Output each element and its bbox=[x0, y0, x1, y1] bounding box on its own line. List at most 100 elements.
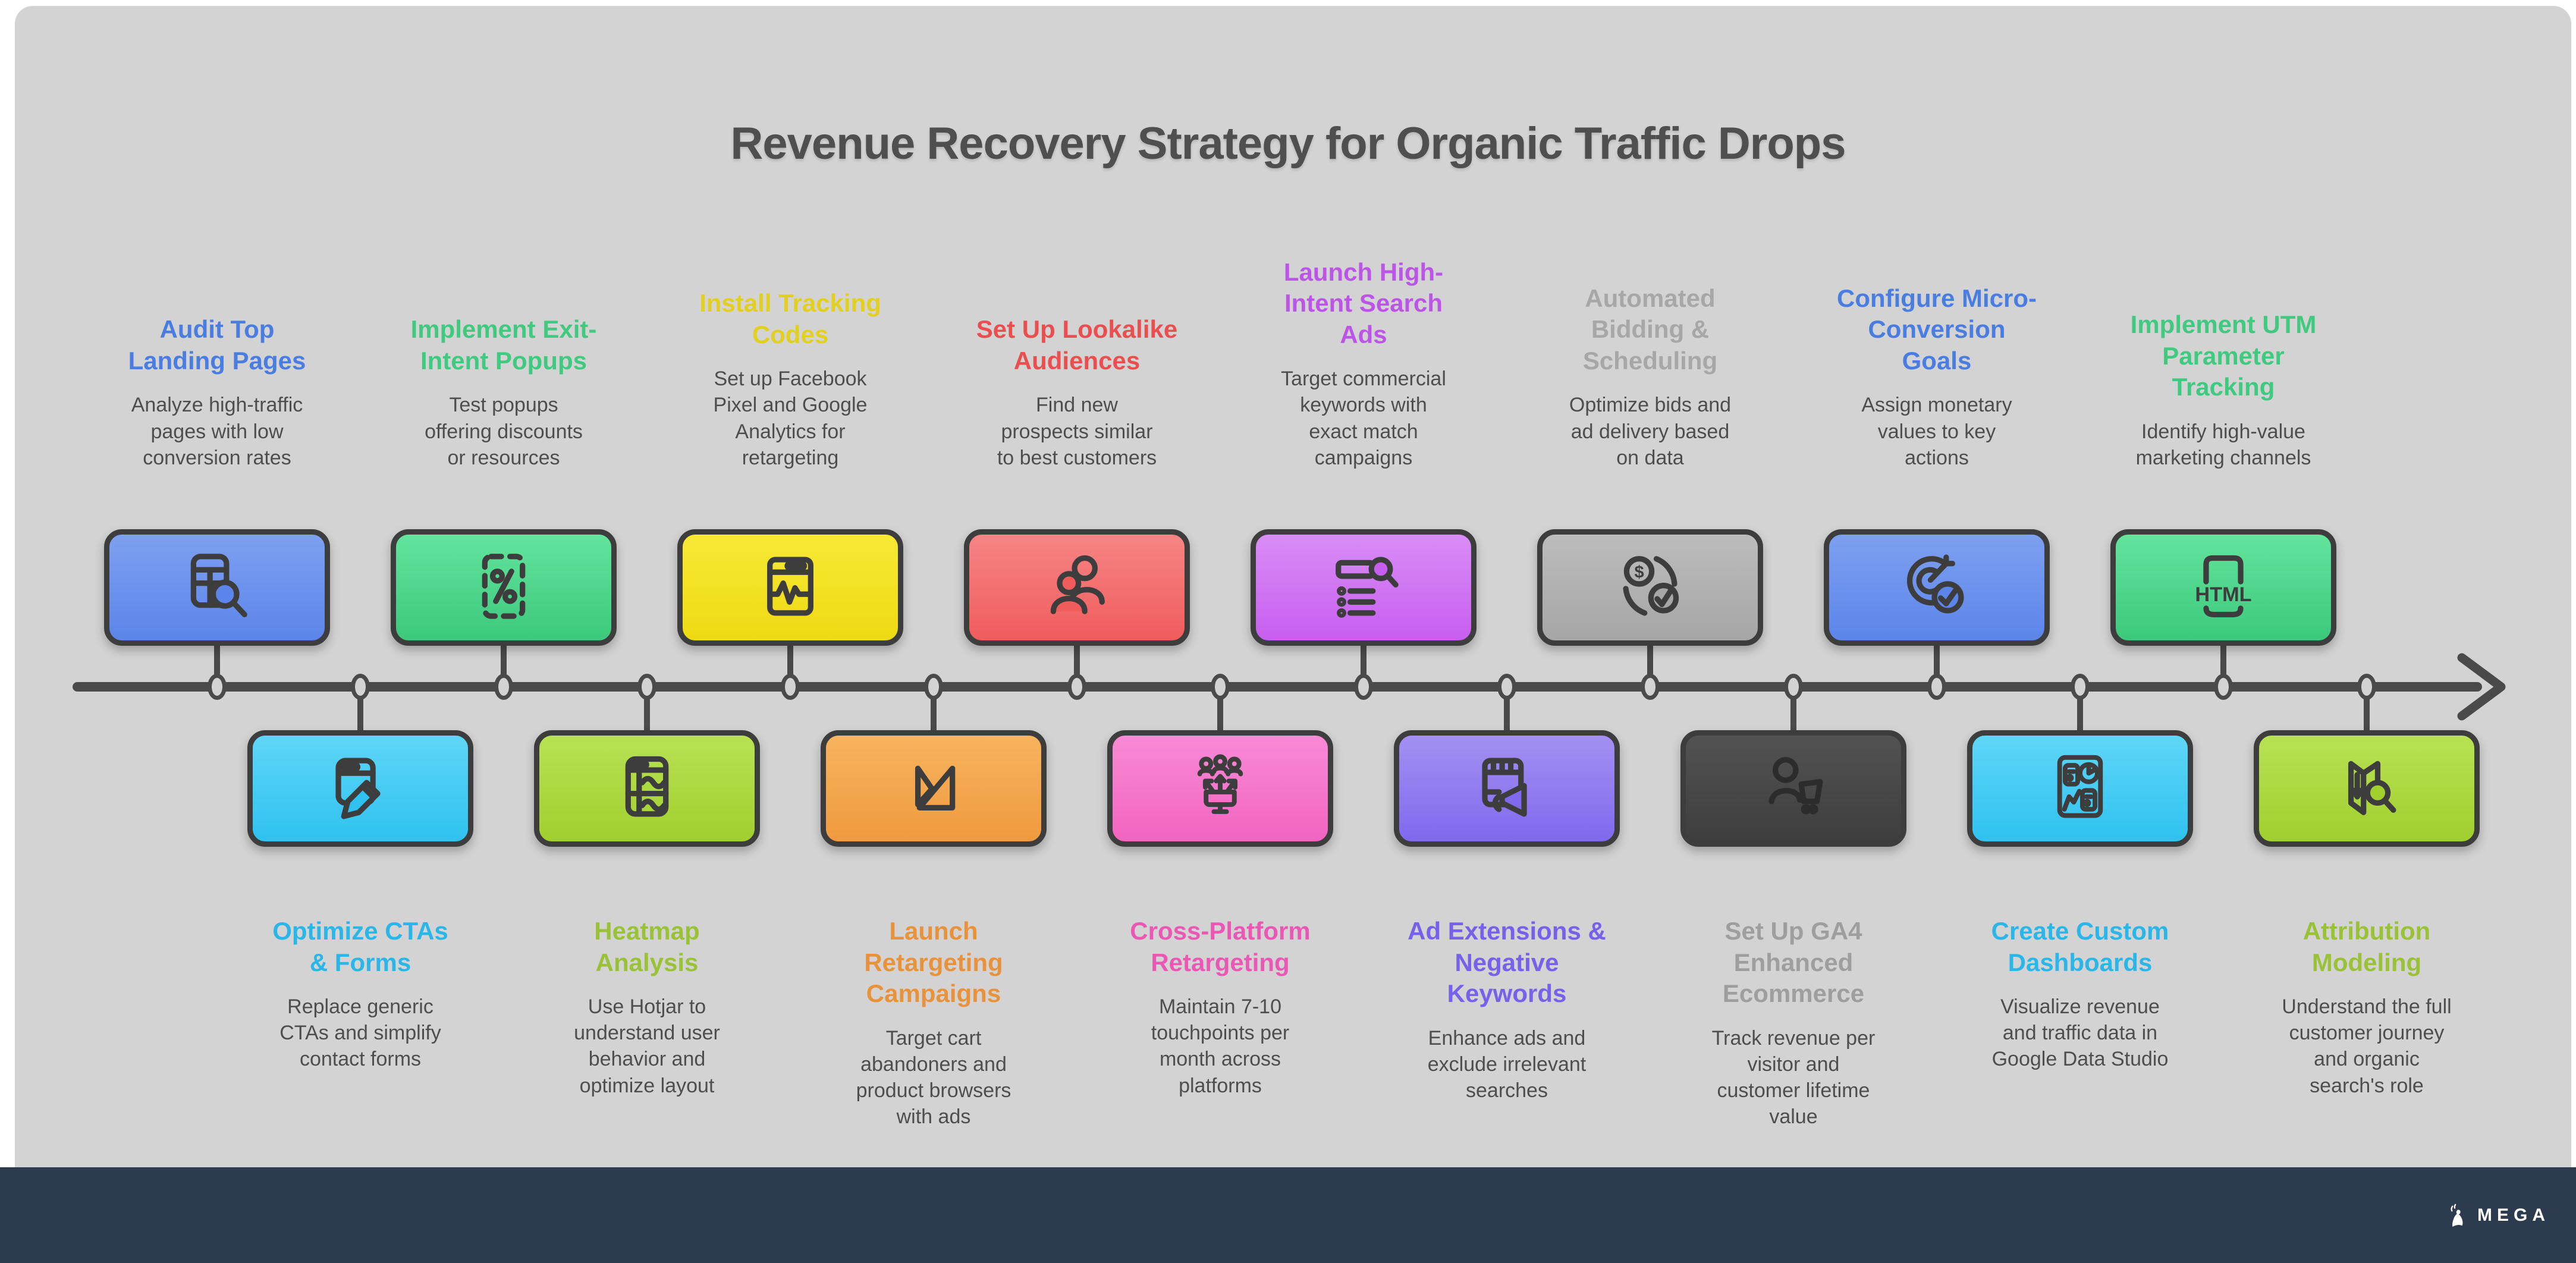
connector-line bbox=[1647, 639, 1653, 687]
connector-line bbox=[644, 684, 650, 734]
milestone-description: Identify high-value marketing channels bbox=[2135, 420, 2311, 469]
milestone-title: Ad Extensions & Negative Keywords bbox=[1408, 917, 1606, 1007]
connector-line bbox=[1217, 684, 1223, 734]
connector-line bbox=[2364, 684, 2370, 734]
milestone-title: Attribution Modeling bbox=[2302, 917, 2431, 976]
milestone-card bbox=[247, 730, 473, 847]
ad-megaphone-icon bbox=[1468, 748, 1546, 830]
goal-target-icon bbox=[1898, 547, 1976, 629]
timeline-axis bbox=[73, 682, 2482, 692]
connector-line bbox=[1934, 639, 1940, 687]
milestone-card bbox=[2254, 730, 2480, 847]
pixel-pulse-icon bbox=[751, 547, 830, 629]
milestone-card bbox=[821, 730, 1047, 847]
dashboard-icon bbox=[2041, 748, 2119, 830]
milestone-title: Launch Retargeting Campaigns bbox=[864, 917, 1003, 1007]
svg-text:HTML: HTML bbox=[2195, 583, 2251, 606]
milestone-card bbox=[391, 529, 617, 646]
html-tag-icon: HTML bbox=[2184, 547, 2263, 629]
milestone-title: Launch High- Intent Search Ads bbox=[1283, 257, 1444, 348]
connector-line bbox=[931, 684, 937, 734]
milestone-card bbox=[534, 730, 760, 847]
timeline-node bbox=[1784, 674, 1803, 700]
connector-line bbox=[214, 639, 220, 687]
brand-logo: MEGA bbox=[2444, 1203, 2550, 1228]
arrow-right-icon bbox=[2457, 653, 2506, 721]
connector-line bbox=[357, 684, 363, 734]
footer-bar: MEGA bbox=[0, 1167, 2576, 1263]
milestone-description: Replace generic CTAs and simplify contac… bbox=[279, 995, 441, 1071]
milestone-title: Implement Exit- Intent Popups bbox=[410, 315, 597, 375]
timeline-node bbox=[494, 674, 513, 700]
milestone-description: Test popups offering discounts or resour… bbox=[425, 394, 583, 469]
milestone-title: Install Tracking Codes bbox=[699, 289, 881, 348]
table-search-icon bbox=[178, 547, 256, 629]
connector-line bbox=[1790, 684, 1796, 734]
timeline-node bbox=[2214, 674, 2233, 700]
timeline-node bbox=[1354, 674, 1373, 700]
milestone-card bbox=[1967, 730, 2193, 847]
milestone-description: Set up Facebook Pixel and Google Analyti… bbox=[713, 367, 868, 469]
milestone-card bbox=[677, 529, 903, 646]
milestone-description: Analyze high-traffic pages with low conv… bbox=[131, 394, 303, 469]
timeline-node bbox=[351, 674, 370, 700]
connector-line bbox=[2077, 684, 2083, 734]
milestone-title: Set Up GA4 Enhanced Ecommerce bbox=[1722, 917, 1865, 1007]
connector-line bbox=[501, 639, 507, 687]
connector-line bbox=[2220, 639, 2226, 687]
page-title: Revenue Recovery Strategy for Organic Tr… bbox=[730, 118, 1846, 169]
milestone-card bbox=[1251, 529, 1477, 646]
cross-platform-icon bbox=[1181, 748, 1259, 830]
popup-percent-icon bbox=[464, 547, 543, 629]
milestone-title: Cross-Platform Retargeting bbox=[1130, 917, 1311, 976]
lookalike-audience-icon bbox=[1038, 547, 1116, 629]
heatmap-icon bbox=[608, 748, 686, 830]
svg-text:$: $ bbox=[1634, 563, 1644, 582]
timeline-node bbox=[1927, 674, 1946, 700]
timeline-node bbox=[2357, 674, 2376, 700]
timeline-node bbox=[208, 674, 227, 700]
bidding-cycle-icon: $ bbox=[1611, 547, 1689, 629]
milestone-title: Optimize CTAs & Forms bbox=[272, 917, 448, 976]
milestone-title: Configure Micro- Conversion Goals bbox=[1837, 284, 2037, 375]
milestone-description: Track revenue per visitor and customer l… bbox=[1711, 1026, 1876, 1129]
mega-mascot-icon bbox=[2451, 1204, 2463, 1227]
milestone-description: Enhance ads and exclude irrelevant searc… bbox=[1427, 1026, 1587, 1102]
milestone-description: Optimize bids and ad delivery based on d… bbox=[1569, 394, 1732, 469]
milestone-title: Audit Top Landing Pages bbox=[128, 315, 306, 375]
keyword-search-icon bbox=[1324, 547, 1403, 629]
connector-line bbox=[787, 639, 793, 687]
milestone-description: Maintain 7-10 touchpoints per month acro… bbox=[1151, 995, 1290, 1097]
milestone-card bbox=[1824, 529, 2050, 646]
milestone-card bbox=[104, 529, 330, 646]
timeline-node bbox=[1211, 674, 1230, 700]
milestone-description: Target commercial keywords with exact ma… bbox=[1281, 367, 1446, 469]
timeline-node bbox=[781, 674, 800, 700]
milestone-description: Use Hotjar to understand user behavior a… bbox=[574, 995, 720, 1097]
milestone-card bbox=[1107, 730, 1333, 847]
milestone-card bbox=[1394, 730, 1620, 847]
milestone-title: Automated Bidding & Scheduling bbox=[1582, 284, 1718, 375]
milestone-title: Implement UTM Parameter Tracking bbox=[2130, 310, 2317, 401]
timeline-node bbox=[1497, 674, 1516, 700]
milestone-description: Find new prospects similar to best custo… bbox=[997, 394, 1157, 469]
milestone-description: Understand the full customer journey and… bbox=[2282, 995, 2452, 1097]
connector-line bbox=[1504, 684, 1510, 734]
milestone-title: Heatmap Analysis bbox=[594, 917, 700, 976]
brand-name: MEGA bbox=[2477, 1205, 2550, 1225]
milestone-description: Assign monetary values to key actions bbox=[1861, 394, 2012, 469]
milestone-card bbox=[964, 529, 1190, 646]
milestone-title: Set Up Lookalike Audiences bbox=[976, 315, 1178, 375]
